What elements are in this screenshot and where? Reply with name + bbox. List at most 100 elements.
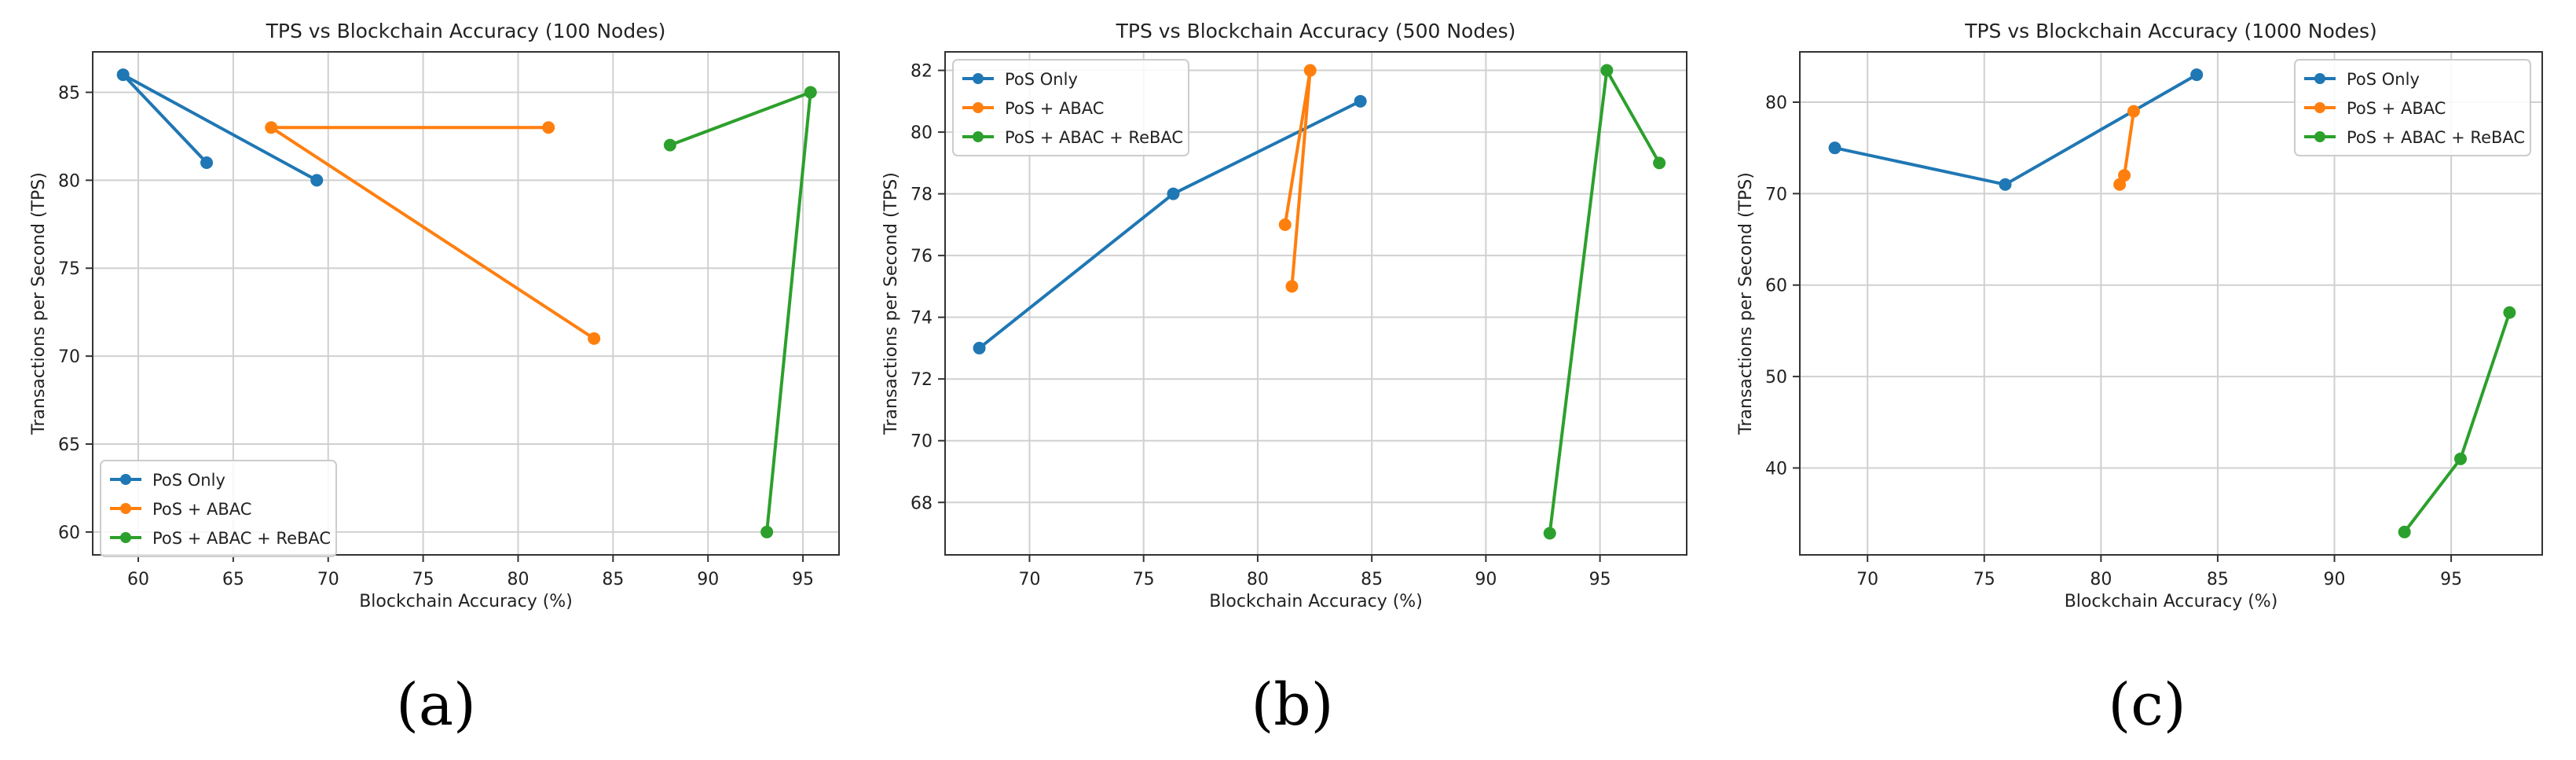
y-tick-label: 78 <box>911 185 933 205</box>
y-tick-label: 50 <box>1765 368 1787 387</box>
data-point <box>760 525 774 538</box>
plot-frame <box>92 51 840 556</box>
legend-box <box>100 460 337 557</box>
legend-swatch-marker <box>973 131 984 142</box>
legend-label: PoS + ABAC + ReBAC <box>152 529 331 548</box>
y-tick-label: 60 <box>1765 277 1787 296</box>
y-tick-label: 74 <box>911 309 933 329</box>
y-tick-label: 75 <box>58 259 80 279</box>
y-tick-label: 60 <box>58 523 80 543</box>
data-point <box>1278 218 1292 231</box>
x-tick-label: 75 <box>412 570 434 589</box>
y-tick-label: 70 <box>58 347 80 367</box>
series-line-0 <box>1834 73 2198 186</box>
x-tick-label: 70 <box>1018 570 1040 589</box>
y-axis-label: Transactions per Second (TPS) <box>29 172 49 435</box>
chart-panel-1000-nodes: 70 75 80 85 90 95 40 50 60 70 80 TPS vs Blockchain … <box>1736 20 2543 611</box>
x-tick-label: 80 <box>507 570 529 589</box>
caption-b: (b) <box>1251 671 1333 739</box>
y-tick-label: 68 <box>911 494 933 513</box>
y-tick-label: 65 <box>58 435 80 455</box>
data-point <box>588 332 601 345</box>
x-tick-label: 60 <box>127 570 149 589</box>
x-axis-label: Blockchain Accuracy (%) <box>359 592 573 611</box>
data-point <box>804 86 817 99</box>
data-point <box>1600 64 1614 77</box>
x-axis-label: Blockchain Accuracy (%) <box>1209 592 1423 611</box>
legend-label: PoS Only <box>2347 70 2420 89</box>
x-tick-label: 85 <box>602 570 624 589</box>
data-point <box>1999 178 2012 191</box>
x-tick-label: 95 <box>792 570 814 589</box>
legend-swatch-marker <box>120 503 131 514</box>
legend-label: PoS + ABAC + ReBAC <box>1005 128 1183 147</box>
caption-a: (a) <box>396 671 476 739</box>
data-point <box>1828 141 1841 155</box>
data-point <box>663 138 676 152</box>
y-tick-label: 80 <box>1765 94 1787 113</box>
data-point <box>310 174 324 187</box>
legend-box <box>2294 59 2531 156</box>
caption-c: (c) <box>2108 671 2186 739</box>
plot-frame <box>1799 51 2543 556</box>
x-tick-label: 75 <box>1973 570 1995 589</box>
y-tick-label: 40 <box>1765 459 1787 479</box>
legend-swatch-marker <box>973 73 984 84</box>
data-point <box>200 156 214 169</box>
data-point <box>2453 452 2467 465</box>
x-tick-label: 70 <box>317 570 339 589</box>
data-point <box>2118 169 2131 182</box>
y-tick-label: 80 <box>58 171 80 191</box>
series-line-1 <box>1283 68 1312 287</box>
data-point <box>2190 68 2204 82</box>
legend-box <box>952 59 1189 156</box>
legend-swatch-marker <box>2314 131 2325 142</box>
data-point <box>2503 306 2516 319</box>
legend-label: PoS Only <box>152 471 225 490</box>
series-line-2 <box>669 90 812 533</box>
data-point <box>116 68 130 82</box>
x-tick-label: 90 <box>2324 570 2346 589</box>
series-line-2 <box>2403 311 2512 534</box>
x-tick-label: 90 <box>697 570 719 589</box>
x-tick-label: 85 <box>2207 570 2229 589</box>
data-point <box>1303 64 1317 77</box>
legend-label: PoS + ABAC <box>2347 99 2446 118</box>
x-tick-label: 70 <box>1856 570 1878 589</box>
x-axis-label: Blockchain Accuracy (%) <box>2065 592 2278 611</box>
y-tick-label: 72 <box>911 370 933 390</box>
data-point <box>1167 187 1180 200</box>
y-axis-label: Transactions per Second (TPS) <box>1736 172 1756 435</box>
y-axis-label: Transactions per Second (TPS) <box>881 172 901 435</box>
x-tick-label: 90 <box>1475 570 1497 589</box>
legend-swatch-marker <box>973 102 984 113</box>
y-tick-label: 85 <box>58 83 80 103</box>
x-tick-label: 75 <box>1133 570 1155 589</box>
chart-title: TPS vs Blockchain Accuracy (1000 Nodes) <box>1964 20 2377 42</box>
data-point <box>2127 105 2140 118</box>
chart-title: TPS vs Blockchain Accuracy (100 Nodes) <box>266 20 666 42</box>
x-tick-label: 80 <box>2090 570 2112 589</box>
y-tick-label: 70 <box>911 432 933 452</box>
series-line-2 <box>1548 68 1661 534</box>
legend-swatch-marker <box>120 532 131 543</box>
legend-label: PoS + ABAC <box>152 500 251 519</box>
legend-swatch-marker <box>2314 73 2325 84</box>
data-point <box>973 341 986 354</box>
series-line-1 <box>269 126 595 340</box>
y-tick-label: 82 <box>911 62 933 82</box>
legend-label: PoS + ABAC <box>1005 99 1104 118</box>
legend-label: PoS Only <box>1005 70 1078 89</box>
x-tick-label: 95 <box>2440 570 2462 589</box>
x-tick-label: 80 <box>1247 570 1269 589</box>
y-tick-label: 80 <box>911 123 933 143</box>
chart-title: TPS vs Blockchain Accuracy (500 Nodes) <box>1116 20 1516 42</box>
y-tick-label: 76 <box>911 247 933 266</box>
y-tick-label: 70 <box>1765 185 1787 204</box>
legend-swatch-marker <box>120 474 131 485</box>
x-tick-label: 85 <box>1361 570 1383 589</box>
data-point <box>265 121 278 134</box>
